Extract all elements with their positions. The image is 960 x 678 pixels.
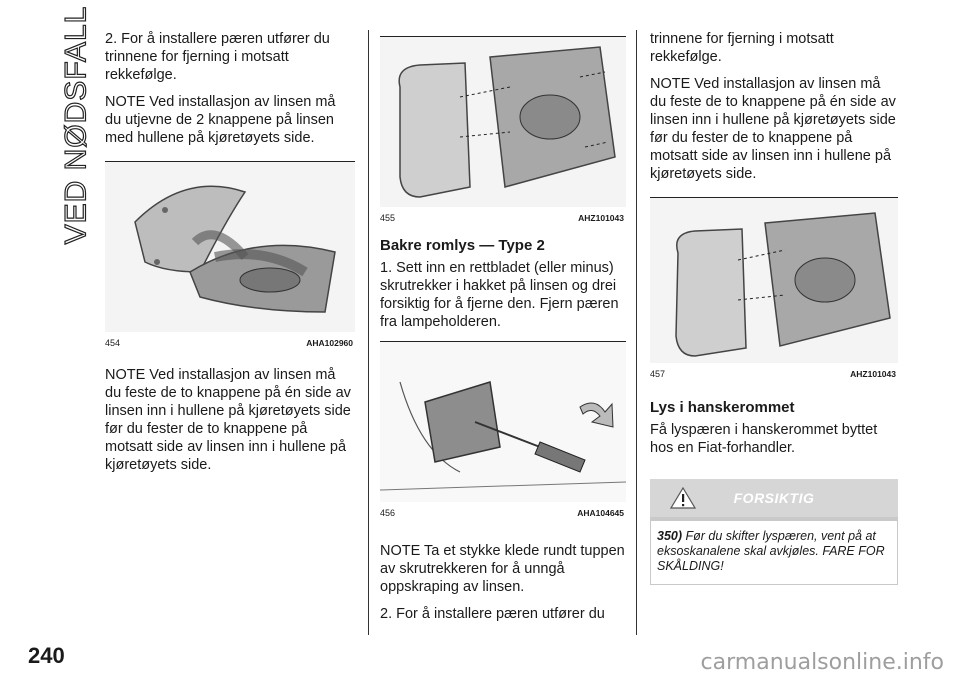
paragraph: Få lyspæren i hanskerommet byttet hos en…: [650, 422, 878, 456]
column-divider: [636, 30, 637, 635]
note-paragraph: NOTE Ved installasjon av linsen må du ut…: [105, 94, 336, 146]
warning-body: 350) Før du skifter lyspæren, vent på at…: [650, 517, 898, 585]
paragraph: trinnene for fjerning i motsatt rekkeføl…: [650, 31, 834, 65]
figure-number: 457: [650, 369, 666, 379]
warning-title: FORSIKTIG: [733, 490, 815, 506]
figure-code: AHZ101043: [578, 213, 624, 223]
screwdriver-illustration: [380, 342, 626, 502]
section-heading: Bakre romlys — Type 2: [380, 237, 545, 254]
figure-455: 455 AHZ101043: [380, 36, 626, 227]
side-section-title: VED NØDSFALL: [46, 5, 106, 245]
figure-code: AHA104645: [577, 508, 624, 518]
column-1: 2. For å installere pæren utfører du tri…: [105, 30, 355, 483]
warning-icon: [670, 487, 696, 509]
figure-number: 454: [105, 338, 121, 348]
figure-454: 454 AHA102960: [105, 161, 355, 352]
figure-code: AHA102960: [306, 338, 353, 348]
figure-caption: 456 AHA104645: [380, 502, 626, 522]
column-3: trinnene for fjerning i motsatt rekkeføl…: [650, 30, 898, 585]
column-2: 455 AHZ101043 Bakre romlys — Type 2 1. S…: [380, 30, 626, 632]
column-divider: [368, 30, 369, 635]
paragraph: 2. For å installere pæren utfører du tri…: [105, 31, 330, 83]
note-paragraph: NOTE Ved installasjon av linsen må du fe…: [105, 367, 351, 473]
warning-header: FORSIKTIG: [650, 479, 898, 517]
warning-ref: 350): [657, 529, 683, 543]
figure-number: 455: [380, 213, 396, 223]
paragraph: 2. For å installere pæren utfører du: [380, 606, 605, 622]
section-heading: Lys i hanskerommet: [650, 399, 795, 416]
lens-buttons-illustration: [380, 37, 626, 207]
section-title-text: VED NØDSFALL: [58, 5, 92, 245]
watermark: carmanualsonline.info: [700, 650, 944, 675]
figure-456: 456 AHA104645: [380, 341, 626, 522]
figure-caption: 454 AHA102960: [105, 332, 355, 352]
figure-caption: 455 AHZ101043: [380, 207, 626, 227]
figure-caption: 457 AHZ101043: [650, 363, 898, 383]
figure-number: 456: [380, 508, 396, 518]
figure-457: 457 AHZ101043: [650, 197, 898, 383]
lens-buttons-illustration: [650, 198, 898, 363]
lens-removal-illustration: [105, 162, 355, 332]
note-paragraph: NOTE Ta et stykke klede rundt tuppen av …: [380, 543, 625, 595]
note-paragraph: NOTE Ved installasjon av linsen må du fe…: [650, 76, 896, 182]
warning-text: Før du skifter lyspæren, vent på at ekso…: [657, 529, 885, 573]
paragraph: 1. Sett inn en rettbladet (eller minus) …: [380, 260, 619, 330]
page-number: 240: [28, 643, 65, 668]
figure-code: AHZ101043: [850, 369, 896, 379]
